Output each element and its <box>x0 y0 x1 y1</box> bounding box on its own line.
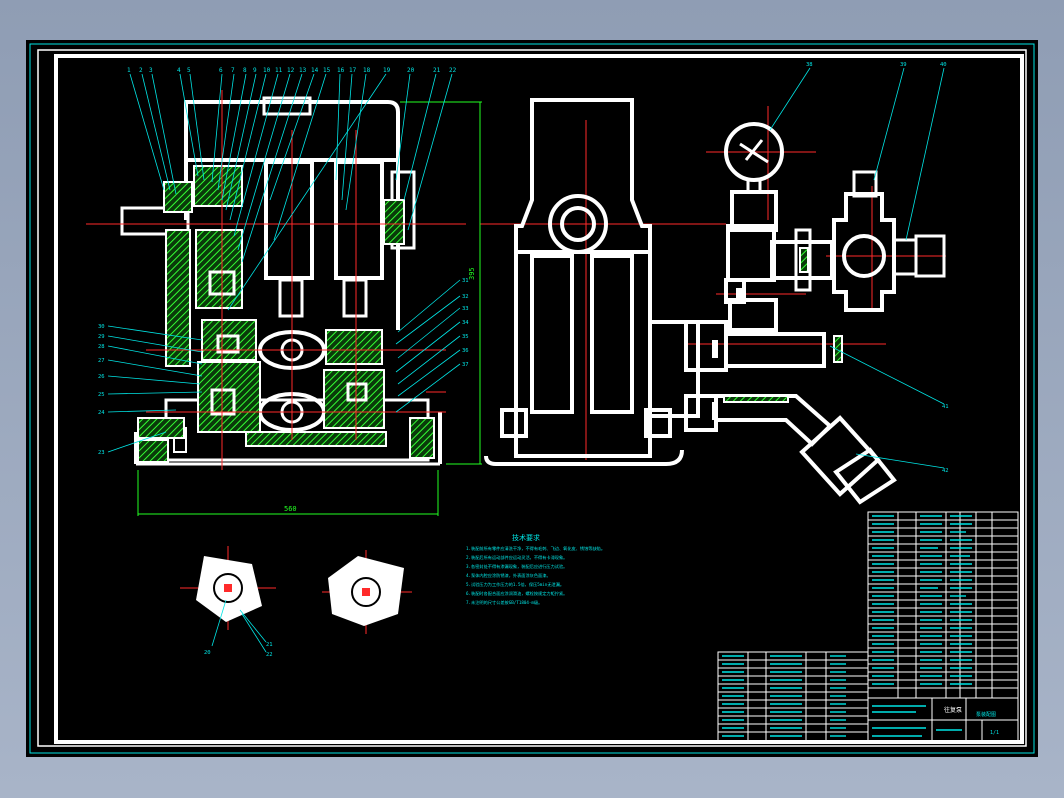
callout-4: 4 <box>177 67 181 74</box>
callout-10: 10 <box>263 67 271 74</box>
callout-pump-38: 38 <box>806 62 813 68</box>
cad-viewport: 560 395 1 2 3 4 5 6 7 8 9 10 <box>26 40 1038 757</box>
callout-3: 3 <box>149 67 153 74</box>
callout-left-25: 25 <box>98 392 105 398</box>
parts-list-entries-lower <box>722 655 846 737</box>
callout-right-34: 34 <box>462 320 469 326</box>
callout-11: 11 <box>275 67 283 74</box>
note-line-2: 2.装配后所有运动部件应运动灵活，不得有卡滞现象。 <box>466 554 567 561</box>
callouts-pump: 38 39 40 41 42 <box>806 62 949 474</box>
note-line-1: 1.装配前所有零件应清洗干净，不得有毛刺、飞边、氧化皮、锈蚀等缺陷。 <box>466 545 605 552</box>
callout-1: 1 <box>127 67 131 74</box>
callout-2: 2 <box>139 67 143 74</box>
dim-height-label: 395 <box>468 267 476 280</box>
callout-5: 5 <box>187 67 191 74</box>
callout-12: 12 <box>287 67 295 74</box>
callout-21: 21 <box>433 67 441 74</box>
callout-19: 19 <box>383 67 391 74</box>
leader-lines-pump <box>769 67 945 469</box>
callout-9: 9 <box>253 67 257 74</box>
title-block-sheet: 1/1 <box>990 730 999 736</box>
valve-plate-detail-a <box>196 556 262 622</box>
note-line-7: 7.未注明的尺寸公差按GB/T1804-m级。 <box>466 599 542 606</box>
callout-detail-22: 22 <box>266 652 273 658</box>
callout-right-31: 31 <box>462 278 469 284</box>
outer-border <box>29 43 1035 754</box>
title-block-fields <box>872 705 962 737</box>
callout-16: 16 <box>337 67 345 74</box>
callout-8: 8 <box>243 67 247 74</box>
callout-15: 15 <box>323 67 331 74</box>
callout-pump-42: 42 <box>942 468 949 474</box>
callout-right-32: 32 <box>462 294 469 300</box>
leader-lines-left <box>107 325 203 453</box>
callout-left-24: 24 <box>98 410 105 416</box>
callout-detail-21: 21 <box>266 642 273 648</box>
note-line-6: 6.装配时各配合面应涂润滑油，螺栓按规定力矩拧紧。 <box>466 590 567 597</box>
title-block-code: 泵装配图 <box>976 711 996 718</box>
callout-left-30: 30 <box>98 324 105 330</box>
callout-17: 17 <box>349 67 357 74</box>
callout-7: 7 <box>231 67 235 74</box>
dimension-lines <box>137 101 482 516</box>
callout-left-27: 27 <box>98 358 105 364</box>
callouts-detail: 20 21 22 <box>204 642 273 658</box>
callout-left-26: 26 <box>98 374 105 380</box>
note-line-5: 5.试验压力为工作压力的1.5倍，保压5min无泄漏。 <box>466 581 564 588</box>
technical-notes: 技术要求 1.装配前所有零件应清洗干净，不得有毛刺、飞边、氧化皮、锈蚀等缺陷。 … <box>466 533 605 606</box>
parts-list-upper <box>867 511 1019 699</box>
callout-left-29: 29 <box>98 334 105 340</box>
leader-lines-detail <box>211 599 267 653</box>
parts-list-entries-upper <box>872 515 972 685</box>
callouts-right: 31 32 33 34 35 36 37 <box>462 278 469 368</box>
pipe-assembly <box>684 122 946 505</box>
valve-plate-detail-b <box>328 556 404 626</box>
flange-bolts <box>712 288 742 420</box>
section-hatching <box>137 165 435 463</box>
note-line-4: 4.泵体内腔应涂防锈漆，外表面涂灰色面漆。 <box>466 572 551 579</box>
dim-width-label: 560 <box>284 505 297 513</box>
callout-22: 22 <box>449 67 457 74</box>
callout-right-37: 37 <box>462 362 469 368</box>
callout-pump-39: 39 <box>900 62 907 68</box>
callout-detail-20: 20 <box>204 650 211 656</box>
callouts-top: 1 2 3 4 5 6 7 8 9 10 11 12 13 14 15 16 1… <box>127 67 457 74</box>
callout-left-28: 28 <box>98 344 105 350</box>
callout-20: 20 <box>407 67 415 74</box>
callout-right-36: 36 <box>462 348 469 354</box>
leader-lines-right <box>395 279 461 413</box>
assembly-drawing: 560 395 1 2 3 4 5 6 7 8 9 10 <box>29 43 1035 754</box>
callouts-left: 30 29 28 27 26 25 24 23 <box>98 324 105 456</box>
leader-lines-top <box>129 73 453 311</box>
callout-14: 14 <box>311 67 319 74</box>
parts-list-lower <box>717 651 869 743</box>
callout-pump-41: 41 <box>942 404 949 410</box>
title-block-title: 往复泵 <box>944 706 962 714</box>
callout-left-23: 23 <box>98 450 105 456</box>
callout-6: 6 <box>219 67 223 74</box>
callout-right-33: 33 <box>462 306 469 312</box>
notes-title: 技术要求 <box>512 533 540 542</box>
drawing-border <box>54 54 1024 744</box>
callout-13: 13 <box>299 67 307 74</box>
callout-pump-40: 40 <box>940 62 947 68</box>
side-view <box>484 98 700 466</box>
callout-right-35: 35 <box>462 334 469 340</box>
note-line-3: 3.各密封处不得有渗漏现象，装配后应进行压力试验。 <box>466 563 567 570</box>
pipe-hatching <box>723 247 843 403</box>
frame-border <box>37 49 1027 747</box>
title-block <box>867 697 1019 743</box>
callout-18: 18 <box>363 67 371 74</box>
